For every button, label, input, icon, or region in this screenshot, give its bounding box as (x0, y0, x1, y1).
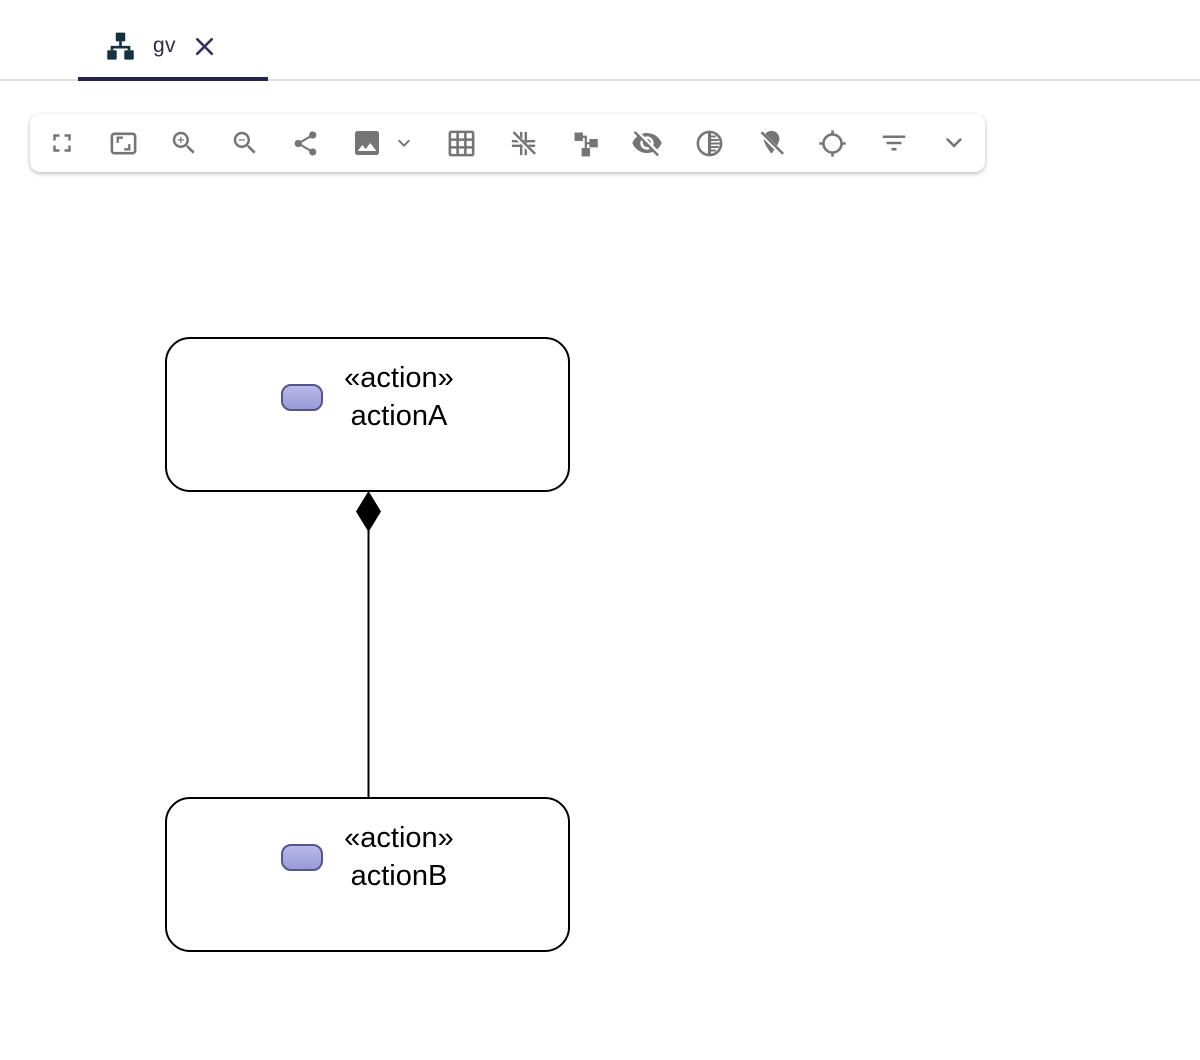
chevron-down-icon (946, 138, 962, 148)
filter-icon (882, 135, 906, 151)
action-stereotype-icon (281, 843, 324, 871)
snap-off-icon (510, 130, 536, 156)
unpin-elements-button[interactable] (756, 128, 787, 159)
share-button[interactable] (291, 129, 320, 158)
node-name: actionA (350, 400, 448, 432)
tree-diagram-icon (107, 32, 134, 60)
filter-elements-button[interactable] (879, 128, 909, 158)
export-image-button[interactable] (351, 127, 383, 159)
target-icon (819, 129, 847, 157)
arrange-all-button[interactable] (570, 128, 601, 159)
fullscreen-button[interactable] (47, 128, 77, 158)
fullscreen-icon (53, 134, 71, 152)
pin-off-icon (758, 130, 784, 156)
tab-gv[interactable]: gv (103, 20, 218, 72)
toggle-grid-button[interactable] (446, 128, 477, 159)
node-stereotype: «action» (344, 362, 454, 394)
chevron-down-icon (397, 139, 410, 147)
image-icon (354, 131, 379, 155)
eye-off-icon (632, 131, 662, 157)
node-name: actionB (350, 860, 448, 892)
action-stereotype-icon (281, 383, 324, 411)
tab-label: gv (153, 34, 176, 57)
close-icon[interactable] (191, 33, 218, 60)
node-actionA[interactable]: «action» actionA (165, 337, 570, 492)
node-actionB[interactable]: «action» actionB (165, 797, 570, 952)
export-image-group (351, 127, 416, 159)
share-icon (294, 130, 317, 155)
export-image-dropdown-button[interactable] (392, 131, 416, 155)
fit-to-screen-icon (110, 132, 137, 154)
toggle-snap-to-grid-button[interactable] (508, 128, 539, 159)
zoom-out-icon (233, 131, 256, 154)
active-tab-indicator (78, 77, 268, 81)
reveal-elements-button[interactable] (817, 128, 848, 159)
tonality-icon (696, 130, 723, 156)
tab-bar: gv (0, 10, 1200, 81)
fade-elements-button[interactable] (694, 128, 725, 159)
composition-diamond (356, 491, 381, 532)
more-tools-button[interactable] (940, 129, 968, 157)
hide-elements-button[interactable] (631, 127, 663, 159)
diagram-toolbar (30, 114, 985, 172)
zoom-in-icon (173, 131, 196, 154)
fit-to-screen-button[interactable] (108, 128, 139, 159)
arrange-icon (574, 132, 598, 156)
zoom-in-button[interactable] (169, 128, 199, 158)
zoom-out-button[interactable] (230, 128, 260, 158)
node-stereotype: «action» (344, 822, 454, 854)
grid-icon (448, 130, 475, 156)
